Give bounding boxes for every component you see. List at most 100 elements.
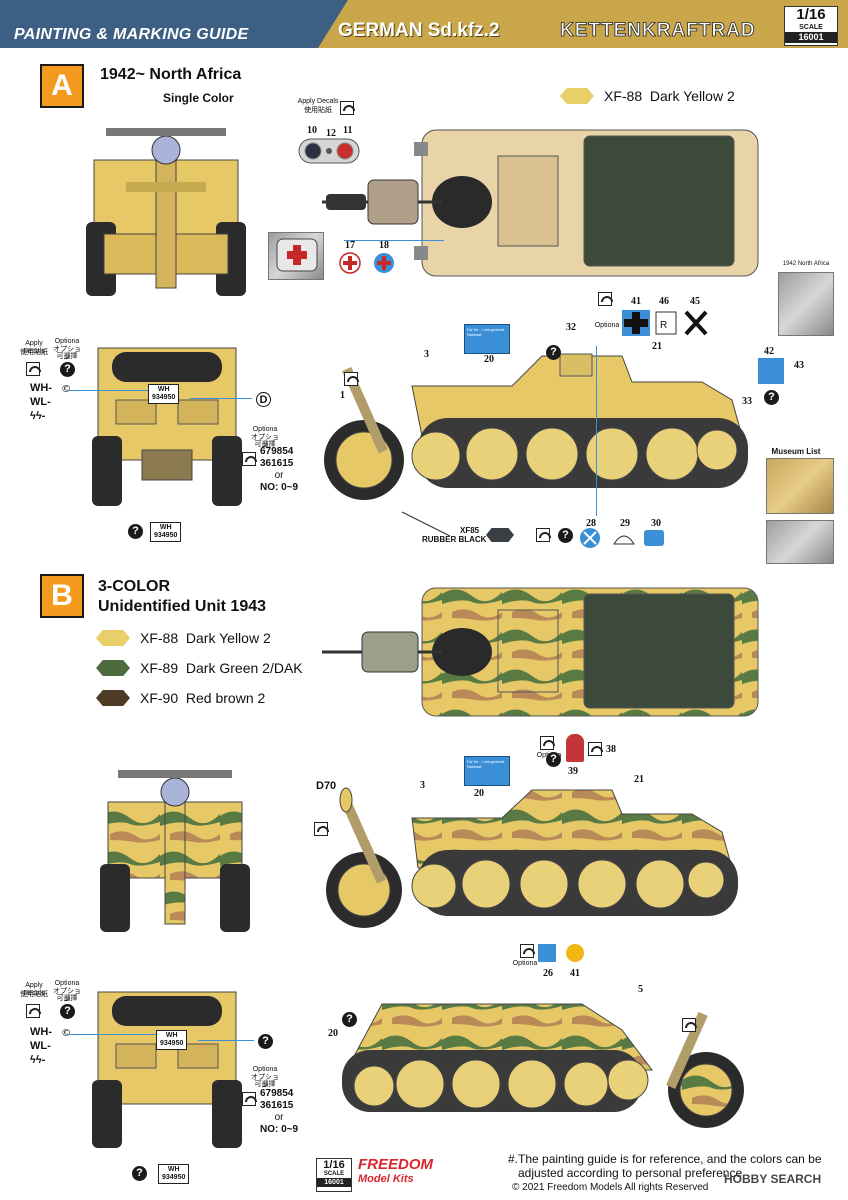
museum-photo-2 [766, 520, 834, 564]
copyright-mark-icon: © [62, 1027, 71, 1039]
decal-number: 3 [424, 349, 429, 360]
wh-prefix: WH- [30, 1026, 52, 1038]
decal-number: 33 [742, 396, 752, 407]
question-icon: ? [546, 345, 561, 360]
optional-jp: オプション [251, 434, 279, 449]
optional-label: Optiona [252, 1066, 278, 1073]
apply-decals-label: Apply Decals [297, 98, 339, 105]
decal-icon [26, 1004, 41, 1018]
plate-number: 934950 [160, 1040, 184, 1047]
vehicle-side-view-a [324, 353, 748, 500]
apply-decals-jp: 使用貼紙 [20, 991, 48, 998]
decal-number: 41 [570, 968, 580, 979]
apply-decals-label: Apply Decals [23, 982, 45, 997]
plate-number: 934950 [152, 394, 176, 401]
watermark: HOBBY SEARCH [724, 1172, 822, 1186]
decal-number: 5 [638, 984, 643, 995]
optional-jp2: 可選擇 [254, 441, 276, 448]
svg-text:R: R [660, 320, 667, 331]
paint-name: Dark Yellow 2 [185, 630, 271, 646]
tire-pointer [401, 511, 451, 537]
optional-label: Optiona [252, 426, 278, 433]
paint-swatch-dark-yellow [560, 88, 594, 104]
serial-or: or [274, 470, 284, 481]
pointer-line [190, 398, 252, 399]
serial-range: NO: 0~9 [260, 1124, 299, 1135]
decal-number: 28 [586, 518, 596, 529]
question-icon: ? [342, 1012, 357, 1027]
decal-number: 18 [379, 240, 389, 251]
paint-swatch-row: XF-90 Red brown 2 [96, 690, 265, 706]
pointer-line [596, 346, 597, 516]
d70-label: D70 [316, 780, 337, 792]
section-b-title-line2: Unidentified Unit 1943 [98, 598, 267, 615]
optional-label: Optiona [594, 322, 620, 329]
plate-prefix: WH [157, 386, 170, 393]
plate-prefix: WH [167, 1166, 180, 1173]
question-icon: ? [132, 1166, 147, 1181]
decal-icon [536, 528, 551, 542]
dashboard-gauges [298, 138, 360, 164]
decal-icon [340, 101, 355, 115]
serial-number-list: 679854 361615 or NO: 0~9 [260, 1088, 298, 1136]
serial-number-list: 679854 361615 or NO: 0~9 [260, 446, 298, 494]
question-icon: ? [258, 1034, 273, 1049]
ss-prefix: ϟϟ- [30, 410, 46, 422]
serial-range: NO: 0~9 [260, 482, 299, 493]
red-cross-photo [268, 232, 324, 280]
optional-jp2: 可選擇 [56, 353, 78, 360]
section-b-title-line1: 3-COLOR [98, 578, 170, 595]
decal-number: 20 [328, 1028, 338, 1039]
section-b-badge: B [40, 574, 84, 618]
decal-icon [314, 822, 329, 836]
vehicle-rear-view-a [92, 347, 242, 506]
paint-name: Dark Yellow 2 [649, 88, 735, 104]
serial-number: 361615 [260, 458, 294, 469]
section-a-subtitle: Single Color [163, 91, 234, 105]
optional-jp: オプション [53, 346, 81, 361]
serial-number: 679854 [260, 446, 294, 457]
decal-icon [344, 372, 359, 386]
paint-swatch-row: XF-88 Dark Yellow 2 [560, 88, 735, 104]
paint-swatch-rubber-black [486, 528, 514, 542]
paint-swatch-row: XF-89 Dark Green 2/DAK [96, 660, 303, 676]
paint-code: XF-90 [140, 690, 179, 706]
tire-paint-code: XF85 [460, 526, 480, 535]
paint-code: XF-88 [140, 630, 179, 646]
logo-line1: FREEDOM [358, 1156, 433, 1173]
vehicle-rear-view-b [92, 991, 242, 1148]
vehicle-top-view-b [322, 587, 759, 717]
optional-jp2: 可選擇 [254, 1081, 276, 1088]
vehicle-front-view-b [100, 770, 250, 932]
decal-number: 26 [543, 968, 553, 979]
museum-list-label: Museum List [771, 447, 821, 456]
plate-number: 934950 [162, 1174, 186, 1181]
balkenkreuz-decals: R [622, 310, 708, 336]
kit-code: 16001 [317, 1178, 351, 1187]
serial-or: or [274, 1112, 284, 1123]
museum-photo-1 [766, 458, 834, 514]
header-title-band [318, 0, 848, 48]
pointer-line [68, 1034, 156, 1035]
decal-number: 3 [420, 780, 425, 791]
plate-prefix: WH [165, 1032, 178, 1039]
tire-paint-name: RUBBER BLACK [422, 535, 487, 544]
decal-number: 12 [326, 128, 336, 139]
decal-number: 45 [690, 296, 700, 307]
decal-number: 20 [484, 354, 494, 365]
decal-number: 46 [659, 296, 669, 307]
optional-jp2: 可選擇 [56, 995, 78, 1002]
decal-number: 29 [620, 518, 630, 529]
model-designation: GERMAN Sd.kfz.2 [338, 20, 500, 41]
decal-number: 11 [343, 125, 353, 136]
paint-swatch-dark-yellow [96, 630, 130, 646]
decal-icon [598, 292, 613, 306]
plate-prefix: WH [159, 524, 172, 531]
wl-prefix: WL- [30, 396, 51, 408]
vehicle-front-view-a [86, 128, 246, 296]
question-icon: ? [128, 524, 143, 539]
spec-plate-decal: Kfz Nr. · Leergewicht · Nutzlast [464, 324, 510, 354]
question-icon: ? [546, 752, 561, 767]
decal-icon [588, 742, 603, 756]
scale-label: SCALE [799, 24, 823, 31]
